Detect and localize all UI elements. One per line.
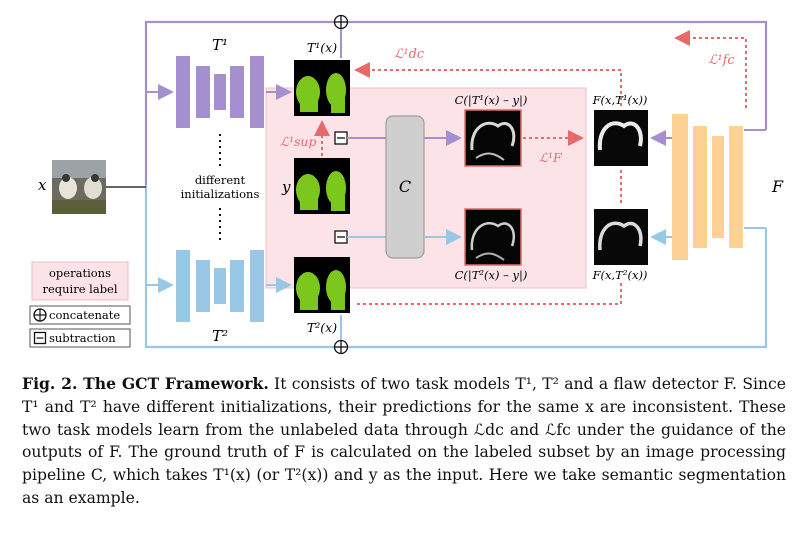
legend-subtract-label: subtraction bbox=[49, 331, 116, 345]
caption-label: Fig. 2. The GCT Framework. bbox=[22, 374, 269, 393]
pred2-mask bbox=[294, 257, 350, 313]
loss-dc-path bbox=[354, 62, 622, 106]
caption-text: It consists of two task models T¹, T² an… bbox=[22, 375, 787, 507]
loss-dc-label: ℒ¹dc bbox=[394, 47, 425, 62]
model2-label: T² bbox=[212, 327, 228, 345]
loss-fc-label: ℒ¹fc bbox=[708, 53, 735, 68]
input-label: x bbox=[38, 176, 47, 194]
loss-sup-label: ℒ¹sup bbox=[280, 134, 316, 149]
subtract-symbol-bottom bbox=[334, 230, 348, 244]
gct-framework-figure: x T¹ T² different initializations T¹(x) bbox=[29, 14, 784, 355]
legend-concat-box bbox=[29, 305, 131, 325]
purple-feedback-line bbox=[144, 20, 768, 185]
diff2-label: C(|T²(x) – y|) bbox=[455, 268, 528, 283]
legend-subtract-icon bbox=[33, 331, 47, 345]
loss-dc-path-bottom bbox=[354, 283, 622, 305]
gt-label: y bbox=[281, 178, 291, 196]
diff2-map bbox=[464, 208, 522, 266]
concat-symbol-top bbox=[333, 14, 349, 30]
model1-label: T¹ bbox=[212, 36, 228, 54]
legend-subtract-box bbox=[29, 328, 131, 348]
flaw1-label: F(x,T¹(x)) bbox=[592, 93, 648, 107]
flaw-detector bbox=[672, 114, 743, 260]
figure-caption: Fig. 2. The GCT Framework. It consists o… bbox=[22, 373, 786, 510]
legend-concat-label: concatenate bbox=[49, 308, 120, 322]
task-model-1 bbox=[176, 56, 264, 128]
diff1-label: C(|T¹(x) – y|) bbox=[455, 93, 528, 108]
legend-concat-icon bbox=[33, 308, 47, 322]
pred2-label: T²(x) bbox=[307, 320, 337, 335]
flaw2-label: F(x,T²(x)) bbox=[592, 268, 648, 282]
different-init-line2: initializations bbox=[181, 187, 260, 201]
legend-ops-line2: require label bbox=[42, 282, 117, 296]
loss-f-label: ℒ¹F bbox=[539, 150, 563, 165]
gt-mask bbox=[294, 158, 350, 214]
task-model-2 bbox=[176, 250, 264, 322]
blue-feedback-line bbox=[144, 185, 768, 349]
concat-symbol-bottom bbox=[333, 339, 349, 355]
pipeline-c bbox=[385, 115, 425, 259]
legend-ops-line1: operations bbox=[49, 266, 111, 280]
pred1-label: T¹(x) bbox=[307, 40, 337, 55]
legend-label-ops bbox=[31, 261, 129, 301]
different-init-line1: different bbox=[195, 173, 246, 187]
loss-fc-path bbox=[674, 30, 747, 108]
pipeline-label: C bbox=[399, 177, 411, 196]
subtract-symbol-top bbox=[334, 131, 348, 145]
detector-label: F bbox=[771, 177, 784, 196]
flaw2-map bbox=[594, 209, 648, 265]
pred1-mask bbox=[294, 60, 350, 116]
input-image bbox=[52, 160, 106, 214]
diff1-map bbox=[464, 109, 522, 167]
flaw1-map bbox=[594, 110, 648, 166]
